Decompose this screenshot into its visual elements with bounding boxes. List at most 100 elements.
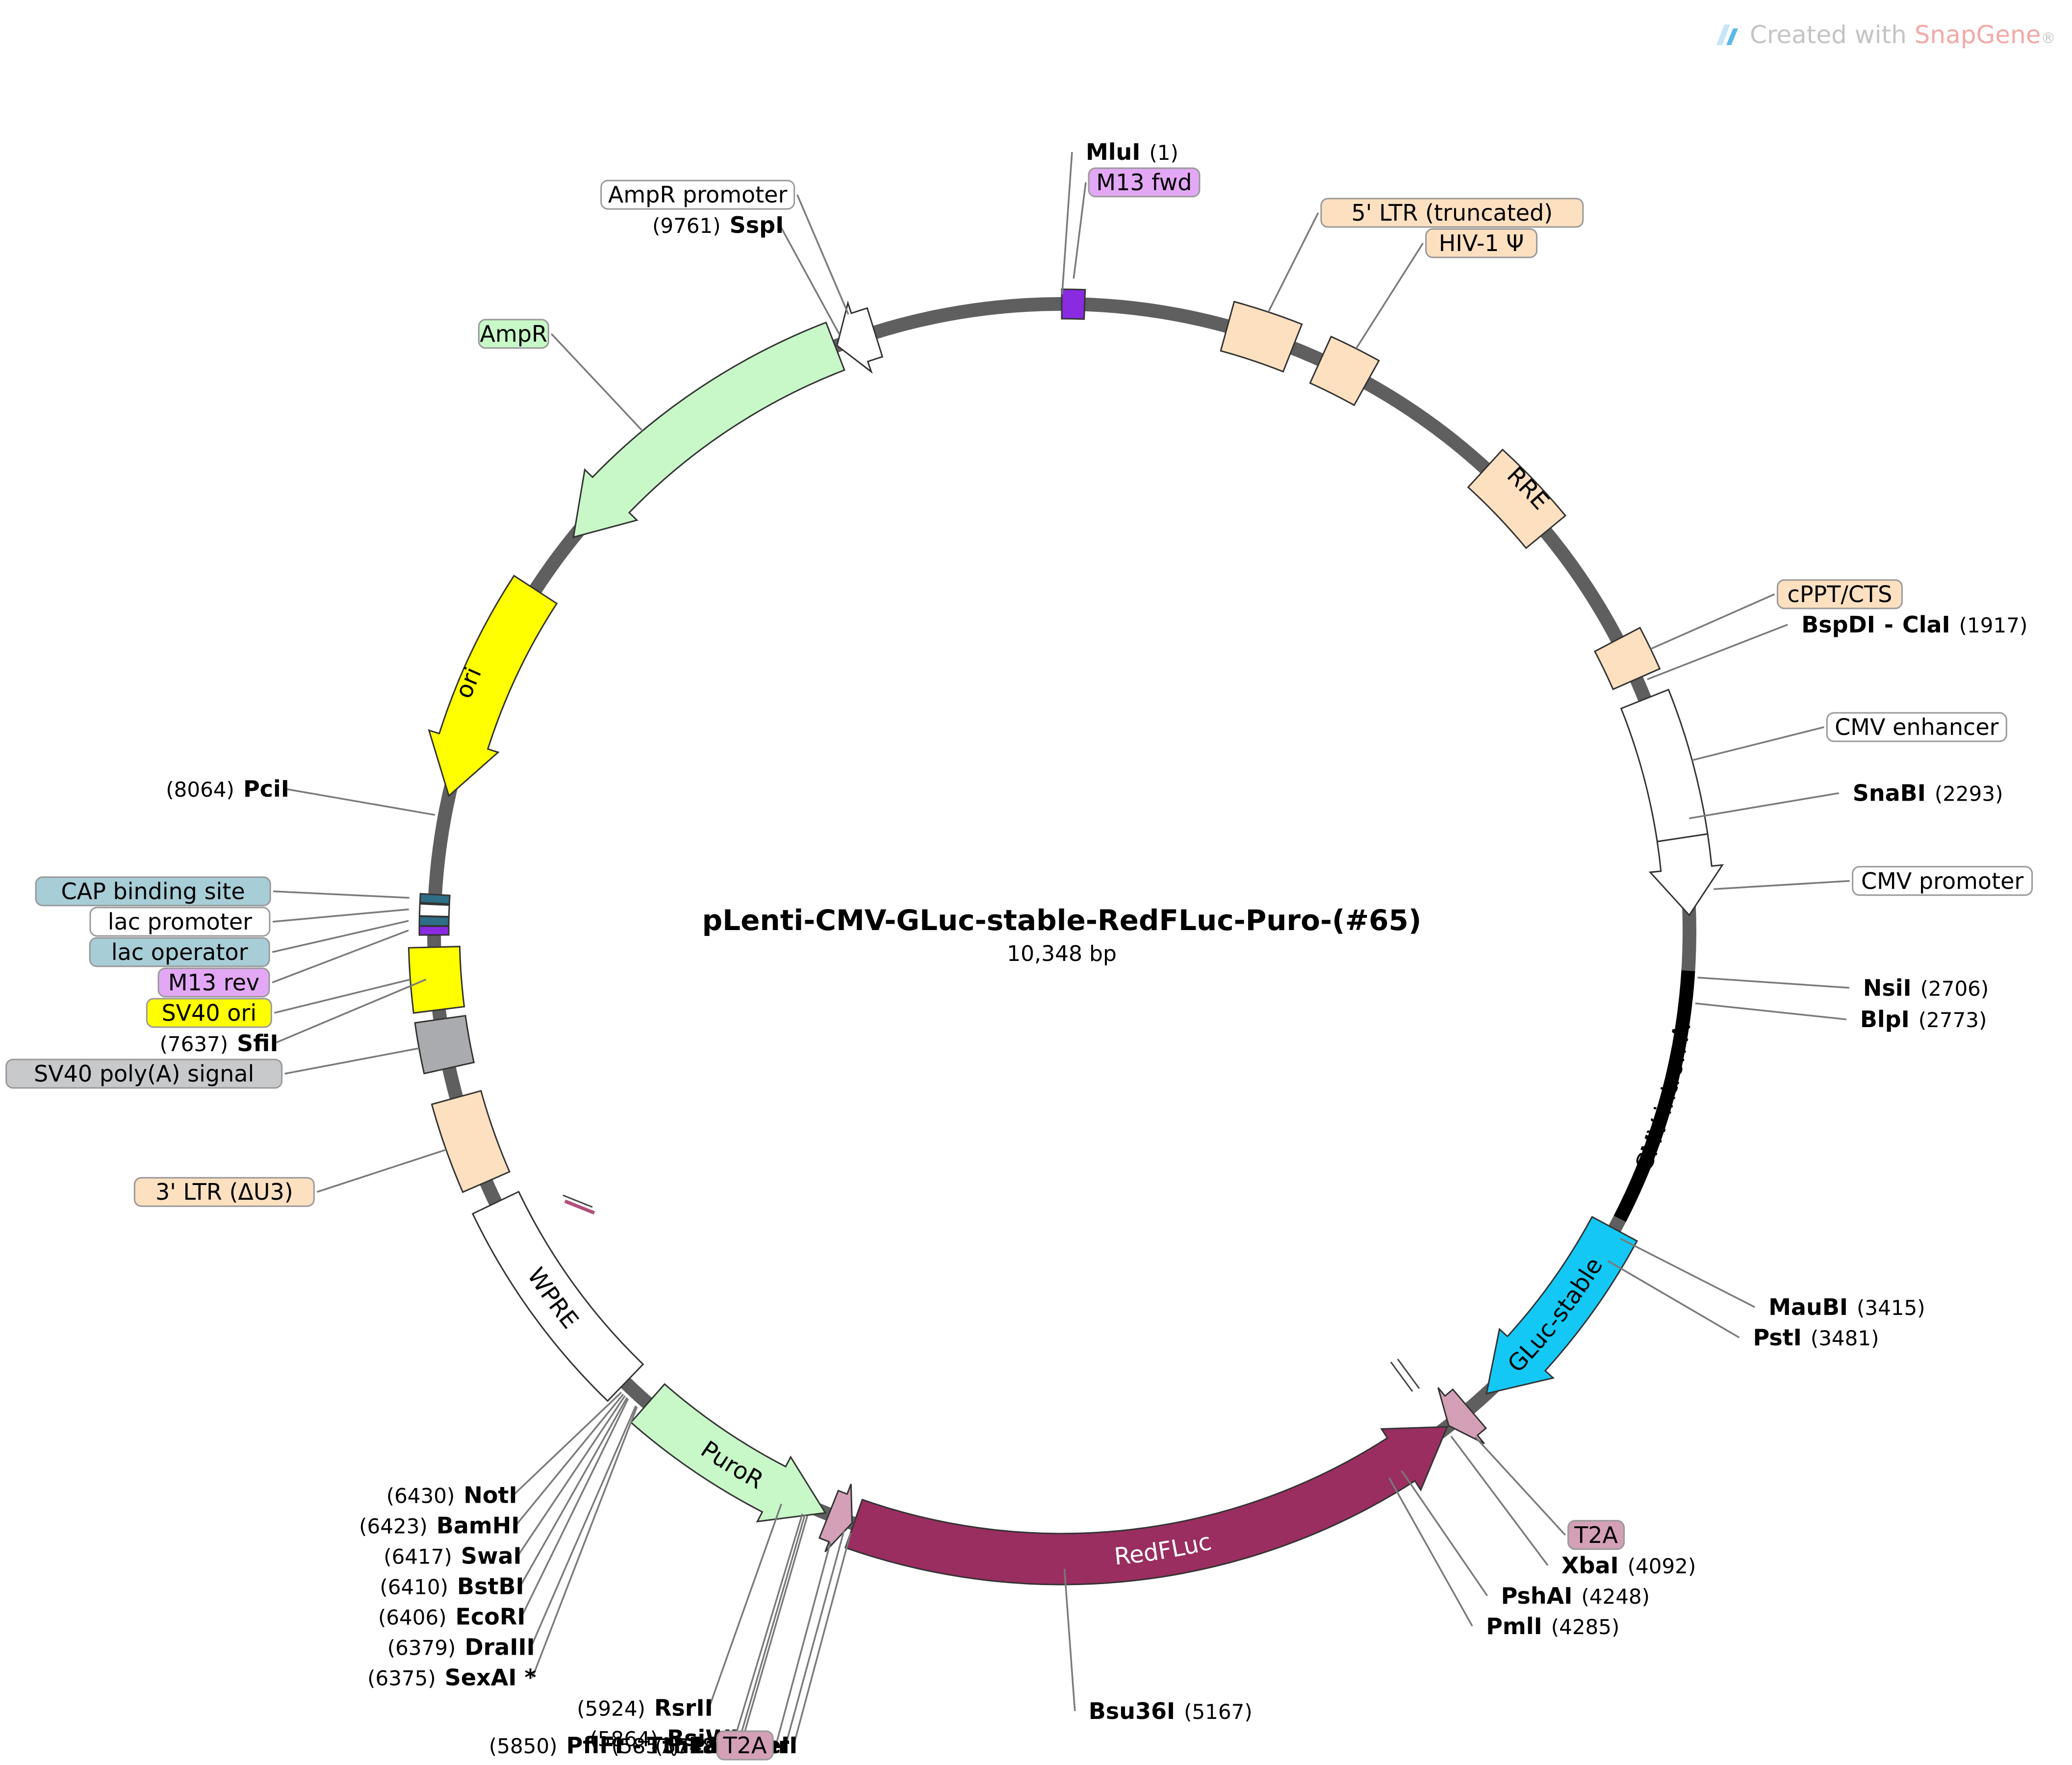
feature-tag-t2a: T2A bbox=[1567, 1520, 1625, 1550]
feature-tag-text: CAP binding site bbox=[61, 878, 245, 905]
feature-shape-amprprom bbox=[836, 300, 884, 374]
feature-gluc: GLuc-stable bbox=[1485, 1215, 1638, 1395]
feature-shape-wpre bbox=[471, 1190, 644, 1402]
site-position: (4092) bbox=[1628, 1554, 1696, 1578]
site-label: MauBI(3415) bbox=[1768, 1294, 1925, 1320]
credit-line: Created with SnapGene® bbox=[1716, 21, 2056, 49]
leader-line bbox=[274, 979, 411, 1014]
feature-shape-puror bbox=[630, 1383, 827, 1523]
feature-sv40ori bbox=[408, 946, 465, 1014]
feature-ampr bbox=[572, 321, 845, 538]
map-center-title: pLenti-CMV-GLuc-stable-RedFLuc-Puro-(#65… bbox=[702, 904, 1422, 966]
feature-shape-sv40pa bbox=[414, 1014, 475, 1075]
leader-line bbox=[1620, 1237, 1756, 1308]
feature-m13rev bbox=[418, 925, 450, 936]
site-name: BlpI bbox=[1860, 1006, 1910, 1033]
feature-shape-ltr3 bbox=[431, 1090, 511, 1193]
feature-cmvintron: CMV intron A bbox=[1613, 970, 1696, 1222]
site-pcii: (8064)PciI bbox=[166, 776, 289, 802]
feature-t2a2 bbox=[818, 1484, 853, 1553]
feature-tag-ampr: AmpR bbox=[478, 319, 549, 349]
site-position: (7637) bbox=[159, 1032, 228, 1056]
site-name: DraIII bbox=[464, 1634, 535, 1661]
site-position: (5864) bbox=[589, 1727, 658, 1751]
feature-ltr3 bbox=[431, 1090, 511, 1193]
feature-tag-box bbox=[146, 998, 272, 1028]
decor-marks bbox=[563, 1194, 1420, 1392]
site-position: (3415) bbox=[1857, 1296, 1925, 1320]
leader-line bbox=[520, 1398, 629, 1617]
leader-line bbox=[1073, 182, 1087, 279]
leader-line bbox=[1061, 151, 1073, 295]
site-name: BspDI bbox=[1801, 611, 1875, 638]
leader-line bbox=[1689, 792, 1840, 819]
feature-redfluc: RedFLuc bbox=[844, 1426, 1449, 1586]
feature-shape-redfluc bbox=[844, 1426, 1449, 1586]
snapgene-logo-icon bbox=[1716, 25, 1738, 45]
leader-line bbox=[515, 1393, 624, 1526]
site-noti: (6430) NotI bbox=[386, 1482, 517, 1509]
feature-shape-cmvenh bbox=[1620, 688, 1709, 843]
leader-line bbox=[1695, 1002, 1847, 1020]
site-label: (6430) NotI bbox=[386, 1482, 517, 1509]
site-draiii: (6379)DraIII bbox=[387, 1634, 535, 1661]
feature-tag-ampr-promoter: AmpR promoter bbox=[600, 179, 795, 210]
feature-shape-ampr bbox=[572, 321, 845, 538]
leader-line bbox=[737, 1514, 806, 1746]
site-position: (5748) bbox=[655, 1734, 723, 1758]
site-name: Bsu36I bbox=[1089, 1698, 1175, 1724]
leader-line bbox=[512, 1391, 622, 1496]
site-name: BamHI bbox=[436, 1513, 520, 1539]
leader-line bbox=[1714, 880, 1850, 890]
feature-shape-lacop bbox=[418, 915, 450, 927]
feature-tag-cap-binding-site: CAP binding site bbox=[35, 876, 271, 907]
feature-amprprom bbox=[836, 300, 884, 374]
site-name: RsrII bbox=[654, 1695, 713, 1721]
site-separator: - bbox=[1884, 611, 1893, 638]
leader-line bbox=[1401, 1470, 1488, 1596]
site-name: PflFI bbox=[566, 1732, 623, 1759]
site-label: PmlI(4285) bbox=[1486, 1613, 1619, 1639]
site-position: (5167) bbox=[1184, 1700, 1253, 1724]
feature-tag-m13-fwd: M13 fwd bbox=[1088, 167, 1201, 198]
site-name: SspI bbox=[730, 212, 784, 238]
leader-line bbox=[1450, 1436, 1549, 1566]
site-position: (6375) bbox=[367, 1666, 436, 1690]
svg-text:Created with SnapGene®: Created with SnapGene® bbox=[1750, 21, 2056, 49]
feature-lacop bbox=[418, 915, 450, 927]
site-label: (6410)BstBI bbox=[380, 1573, 524, 1600]
leader-line bbox=[517, 1395, 626, 1557]
site-name: MluI bbox=[1086, 139, 1140, 165]
feature-shape-sv40ori bbox=[408, 946, 465, 1014]
labels: MluI(1)BspDI-ClaI(1917)SnaBI(2293)NsiI(2… bbox=[5, 139, 2033, 1761]
feature-tag-box bbox=[600, 179, 795, 210]
site-label: (9761)SspI bbox=[652, 212, 784, 238]
site-name: EcoRI bbox=[456, 1604, 526, 1630]
credit-prefix: Created with bbox=[1750, 21, 1915, 49]
site-bspdi: BspDI-ClaI (1917) bbox=[1801, 611, 2027, 638]
feature-shape-cmvprom bbox=[1648, 833, 1724, 917]
feature-tag-text: cPPT/CTS bbox=[1788, 581, 1893, 607]
feature-shape-m13rev bbox=[418, 925, 450, 936]
site-position: (1917) bbox=[1959, 613, 2028, 637]
leader-line bbox=[1697, 977, 1849, 989]
leader-line bbox=[272, 929, 409, 983]
feature-tag-5-ltr-truncated: 5' LTR (truncated) bbox=[1320, 198, 1584, 228]
site-name: PmlI bbox=[1486, 1613, 1542, 1639]
site-label: (8064)PciI bbox=[166, 776, 289, 802]
feature-tag-sv40-ori: SV40 ori bbox=[146, 998, 272, 1028]
leader-line bbox=[273, 890, 409, 899]
site-bsu36i: Bsu36I (5167) bbox=[1089, 1698, 1253, 1724]
site-position: (5857) bbox=[612, 1734, 680, 1758]
site-position: (6406) bbox=[378, 1606, 447, 1630]
site-label: (6417)SwaI bbox=[384, 1543, 521, 1569]
site-alias: ClaI bbox=[1902, 611, 1950, 638]
feature-shape-ltr5 bbox=[1220, 301, 1303, 373]
leader-line bbox=[1650, 593, 1775, 650]
feature-tag-box bbox=[1088, 167, 1201, 198]
feature-tag-text: CMV enhancer bbox=[1835, 714, 1998, 740]
site-position: (6430) bbox=[386, 1484, 455, 1508]
site-name: NotI bbox=[463, 1482, 517, 1509]
feature-tag-text: T2A bbox=[1574, 1522, 1618, 1548]
